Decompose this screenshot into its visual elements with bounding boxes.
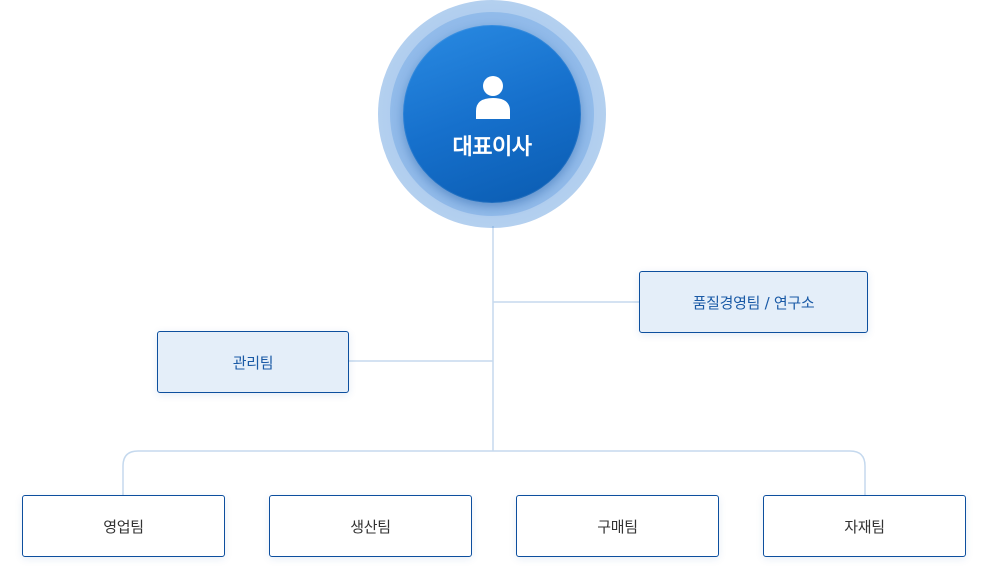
production-team-box[interactable]: 생산팀 [269,495,472,557]
materials-team-box[interactable]: 자재팀 [763,495,966,557]
sales-team-label: 영업팀 [103,517,144,536]
sales-team-box[interactable]: 영업팀 [22,495,225,557]
quality-research-box[interactable]: 품질경영팀 / 연구소 [639,271,868,333]
ceo-circle[interactable]: 대표이사 [403,25,581,203]
ceo-label: 대표이사 [452,135,532,160]
purchasing-team-label: 구매팀 [597,517,638,536]
purchasing-team-box[interactable]: 구매팀 [516,495,719,557]
bottom-bus-line [122,450,866,495]
quality-research-label: 품질경영팀 / 연구소 [692,293,815,312]
ceo-node: 대표이사 [378,0,606,228]
person-icon [476,76,510,119]
management-team-box[interactable]: 관리팀 [157,331,349,393]
production-team-label: 생산팀 [350,517,391,536]
management-team-label: 관리팀 [232,353,274,372]
materials-team-label: 자재팀 [844,517,885,536]
